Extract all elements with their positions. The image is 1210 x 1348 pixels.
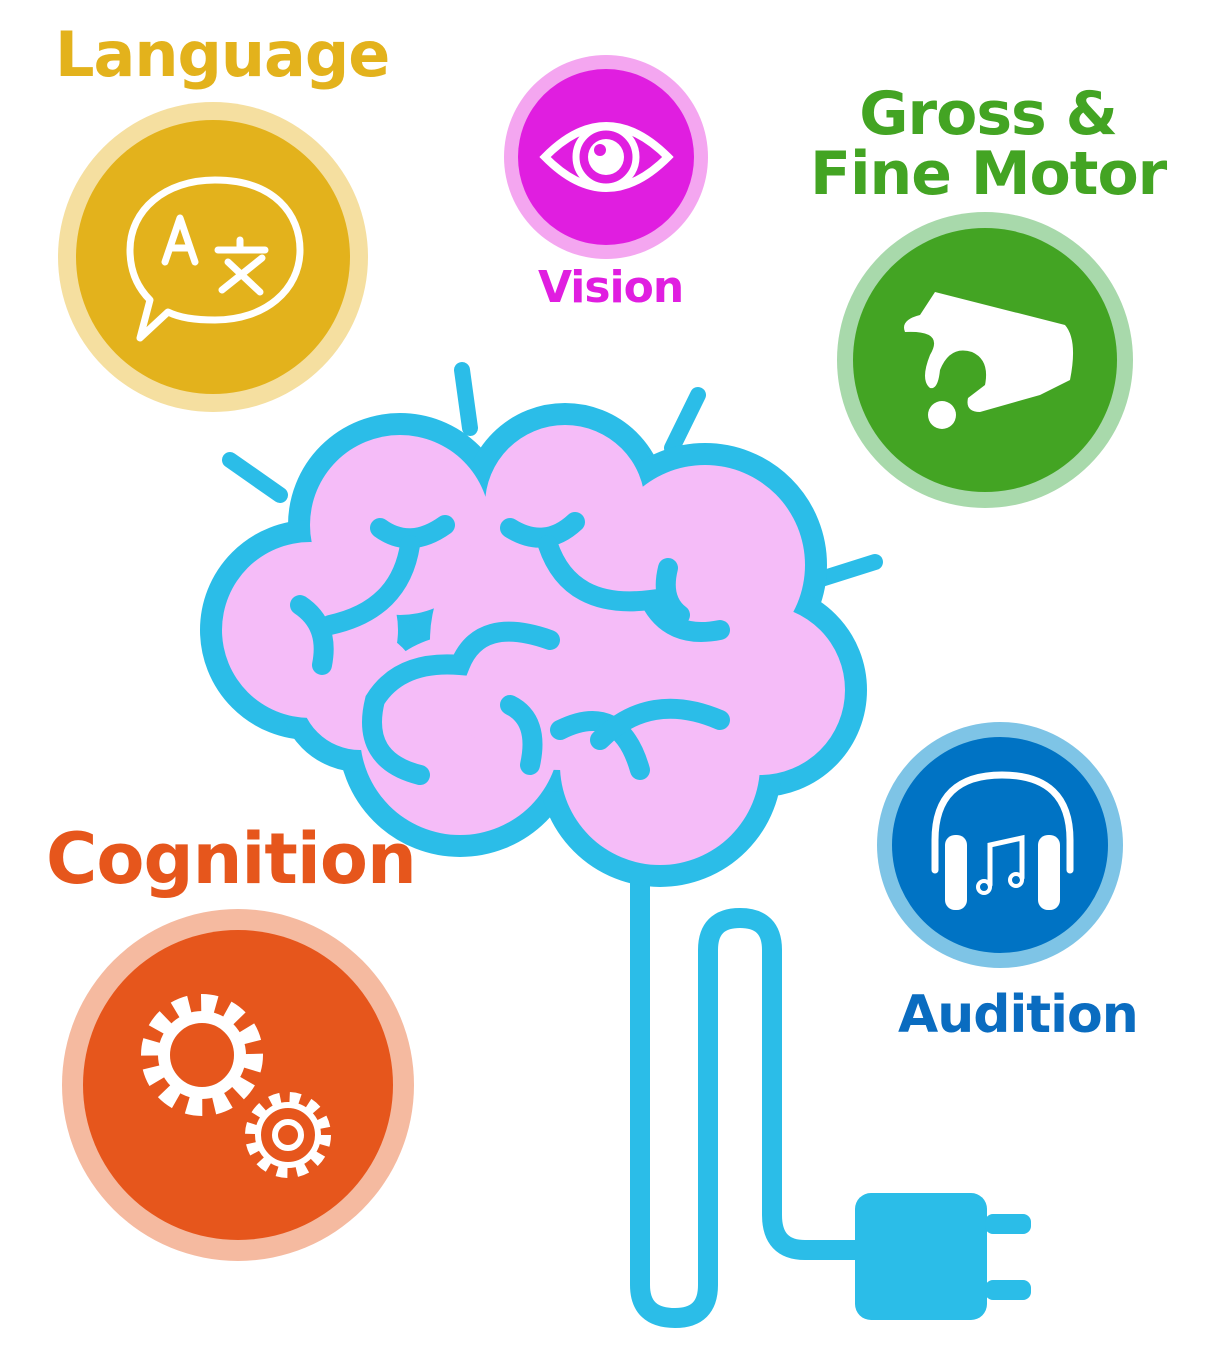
pinching-hand-icon — [904, 292, 1074, 429]
eye-icon — [539, 122, 674, 192]
power-cord — [630, 840, 870, 1329]
brain-icon — [200, 403, 867, 887]
cognition-label: Cognition — [46, 818, 417, 900]
gears-icon — [141, 994, 331, 1178]
language-circle — [58, 102, 368, 412]
cognition-circle — [62, 909, 414, 1261]
motor-label-line1: Gross & — [859, 79, 1118, 149]
plug-icon — [855, 1193, 1031, 1320]
vision-label: Vision — [538, 262, 684, 313]
brain-rays — [222, 362, 883, 588]
audition-circle — [877, 722, 1123, 968]
motor-label: Gross & Fine Motor — [810, 79, 1167, 209]
language-label: Language — [55, 18, 390, 91]
motor-label-line2: Fine Motor — [810, 139, 1167, 209]
vision-circle — [504, 55, 708, 259]
audition-label: Audition — [898, 985, 1139, 1045]
motor-circle — [837, 212, 1133, 508]
headphones-music-icon — [931, 771, 1074, 910]
translate-speech-bubble-icon — [126, 176, 304, 342]
